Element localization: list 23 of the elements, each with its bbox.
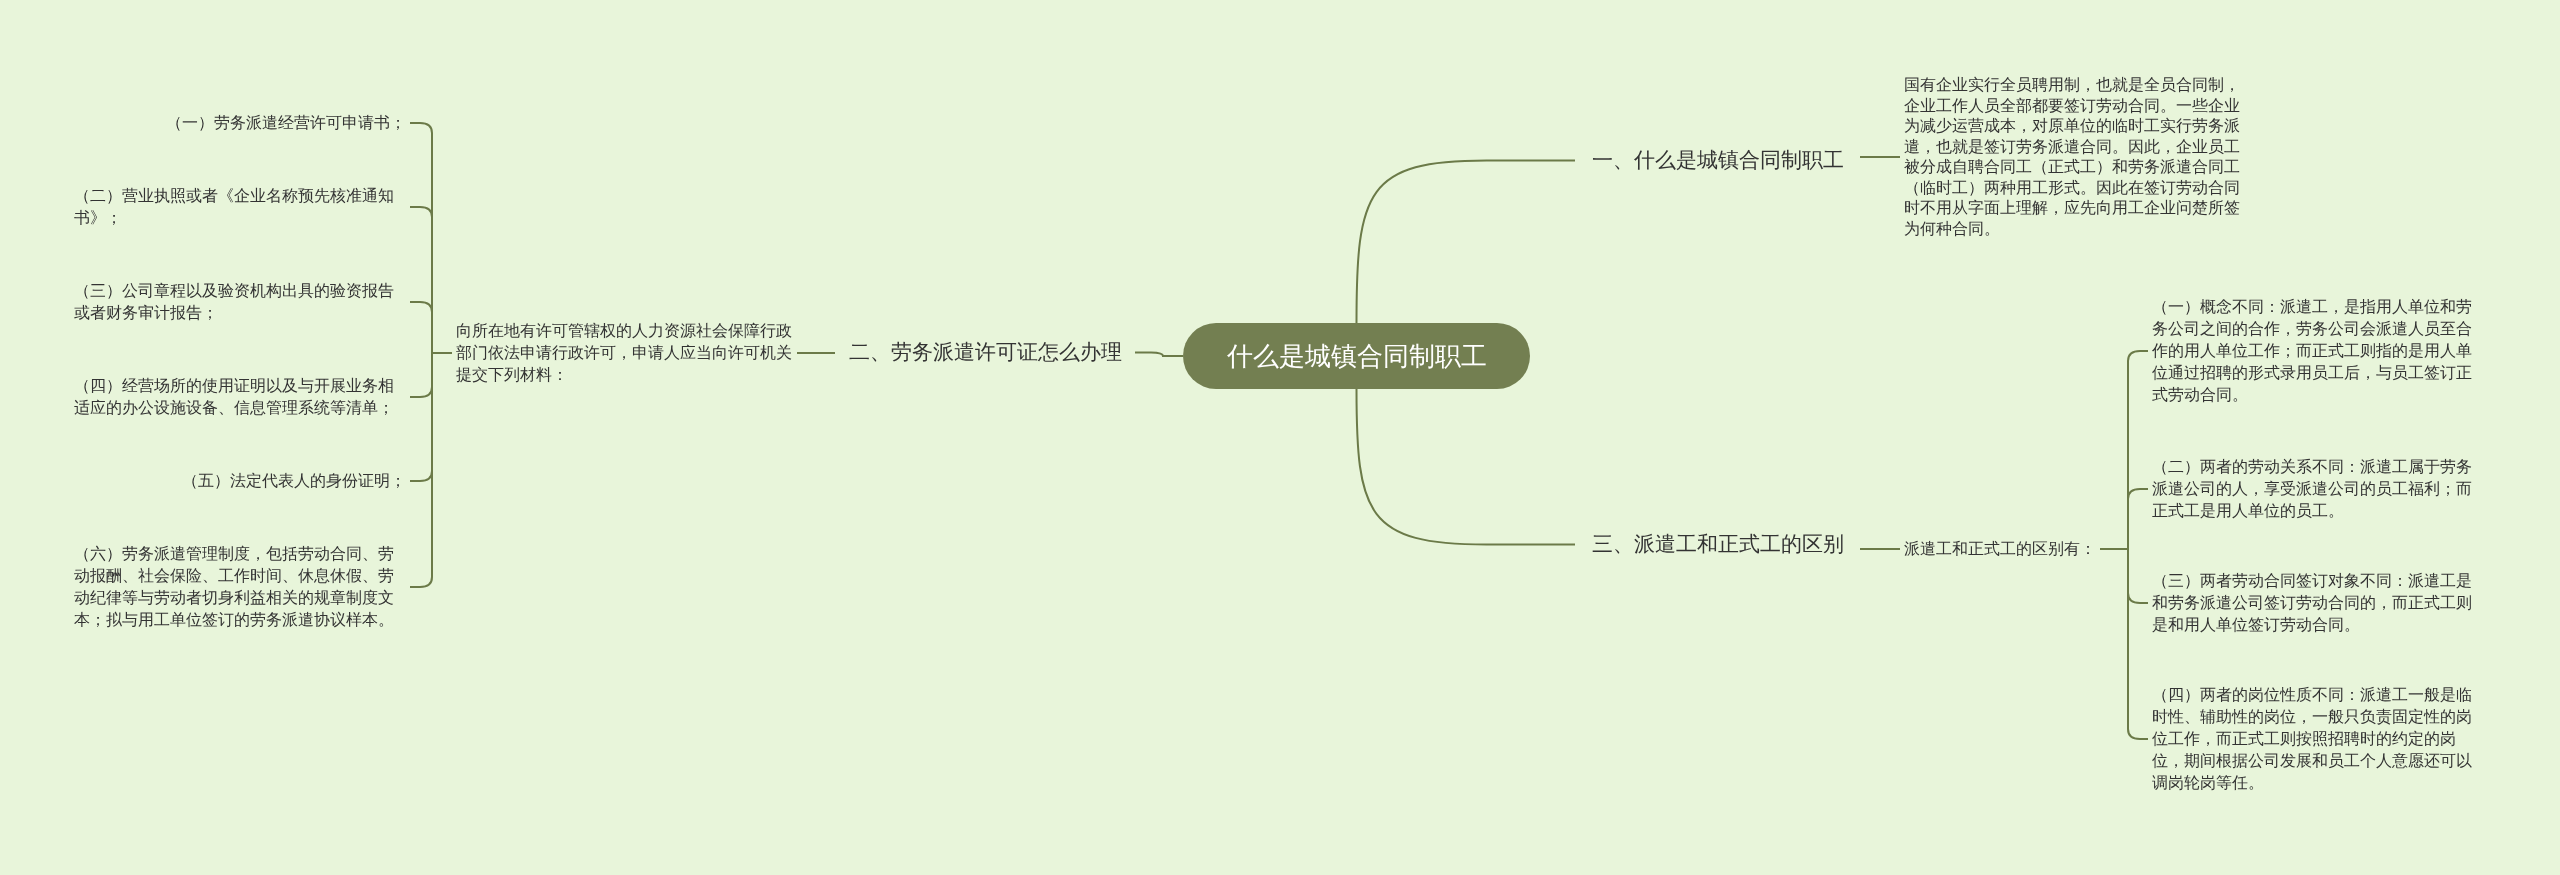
connector-line — [1134, 351, 1184, 357]
topic-text: （四）经营场所的使用证明以及与开展业务相适应的办公设施设备、信息管理系统等清单； — [70, 375, 410, 419]
topic-text: （一）劳务派遣经营许可申请书； — [162, 112, 410, 134]
topic-text: 向所在地有许可管辖权的人力资源社会保障行政部门依法申请行政许可，申请人应当向许可机关提交下列材料： — [452, 320, 797, 386]
branch-topic: 三、派遣工和正式工的区别 — [1575, 530, 1860, 559]
topic-text: 派遣工和正式工的区别有： — [1900, 538, 2100, 560]
topic-text: （五）法定代表人的身份证明； — [178, 470, 410, 492]
branch-topic: 二、劳务派遣许可证怎么办理 — [835, 338, 1135, 367]
connector-line — [1355, 159, 1576, 324]
connector-line — [796, 352, 836, 354]
connector-line — [1355, 388, 1576, 546]
topic-text: （二）两者的劳动关系不同：派遣工属于劳务派遣公司的人，享受派遣公司的员工福利；而正式工是用人单位的员工。 — [2148, 456, 2488, 522]
topic-text: 国有企业实行全员聘用制，也就是全员合同制，企业工作人员全部都要签订劳动合同。一些企业为减少运营成本，对原单位的临时工实行劳务派遣，也就是签订劳务派遣合同。因此，企业员工被分成自聘合同工（正式工）和劳务派遣合同工（临时工）两种用工形式。因此在签订劳动合同时不用从字面上理解，应先向用工企业问楚所签为何种合同。 — [1900, 75, 2245, 239]
topic-text: （三）公司章程以及验资机构出具的验资报告或者财务审计报告； — [70, 280, 410, 324]
topic-text: （一）概念不同：派遣工，是指用人单位和劳务公司之间的合作，劳务公司会派遣人员至合作的用人单位工作；而正式工则指的是用人单位通过招聘的形式录用员工后，与员工签订正式劳动合同。 — [2148, 296, 2488, 406]
topic-text: （二）营业执照或者《企业名称预先核准通知书》； — [70, 185, 410, 229]
topic-text: （三）两者劳动合同签订对象不同：派遣工是和劳务派遣公司签订劳动合同的，而正式工则是和用人单位签订劳动合同。 — [2148, 570, 2488, 636]
branch-topic: 一、什么是城镇合同制职工 — [1575, 146, 1860, 175]
connector-line — [1859, 156, 1901, 158]
central-topic: 什么是城镇合同制职工 — [1183, 323, 1530, 389]
topic-text: （四）两者的岗位性质不同：派遣工一般是临时性、辅助性的岗位，一般只负责固定性的岗位工作，而正式工则按照招聘时的约定的岗位，期间根据公司发展和员工个人意愿还可以调岗轮岗等任。 — [2148, 684, 2488, 794]
connector-line — [1859, 548, 1901, 550]
topic-text: （六）劳务派遣管理制度，包括劳动合同、劳动报酬、社会保险、工作时间、休息休假、劳动纪律等与劳动者切身利益相关的规章制度文本；拟与用工单位签订的劳务派遣协议样本。 — [70, 543, 410, 631]
